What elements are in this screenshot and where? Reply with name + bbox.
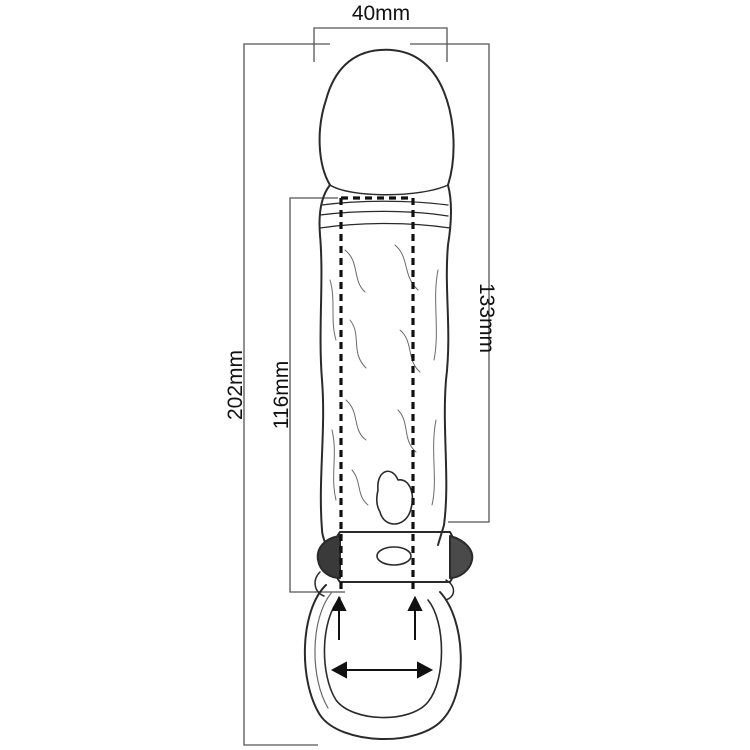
- right-side-bump: [445, 579, 455, 601]
- sleeve-length-label: 133mm: [475, 283, 498, 353]
- inner-length-label: 116mm: [270, 361, 293, 429]
- arrows: [330, 595, 434, 679]
- sleeve-length-bracket: [410, 43, 490, 523]
- width-label: 40mm: [352, 2, 410, 25]
- total-length-label: 202mm: [224, 350, 247, 420]
- ring-button: [376, 546, 412, 566]
- lower-loop-outer: [303, 584, 462, 741]
- head-seam: [329, 184, 449, 196]
- left-side-bump: [314, 571, 325, 597]
- neck-ridge-3: [319, 222, 451, 229]
- neck-ridge-2: [319, 210, 449, 217]
- inner-dashed-guides: [339, 196, 415, 592]
- right-cap: [449, 535, 474, 579]
- shaft-left-outline: [318, 184, 331, 546]
- bulb-outline: [375, 470, 414, 525]
- arrow-up-left-head: [331, 595, 347, 611]
- total-length-bracket: [243, 43, 330, 746]
- shaft-right-outline: [437, 184, 452, 546]
- shaft-texture: [329, 244, 439, 506]
- product-outline: [303, 48, 474, 741]
- dimension-lines: [243, 27, 490, 746]
- lower-loop-inner: [323, 597, 443, 719]
- left-cap: [316, 535, 341, 579]
- head-outline: [318, 48, 455, 186]
- arrow-horizontal-right-head: [417, 661, 434, 679]
- neck-ridge-1: [321, 200, 449, 206]
- ring-body-outline: [331, 531, 457, 583]
- inner-length-bracket: [289, 197, 345, 593]
- arrow-horizontal-left-head: [330, 661, 347, 679]
- lower-loop-middle: [314, 591, 333, 709]
- arrow-up-right-head: [407, 595, 423, 611]
- width-bracket: [313, 27, 448, 62]
